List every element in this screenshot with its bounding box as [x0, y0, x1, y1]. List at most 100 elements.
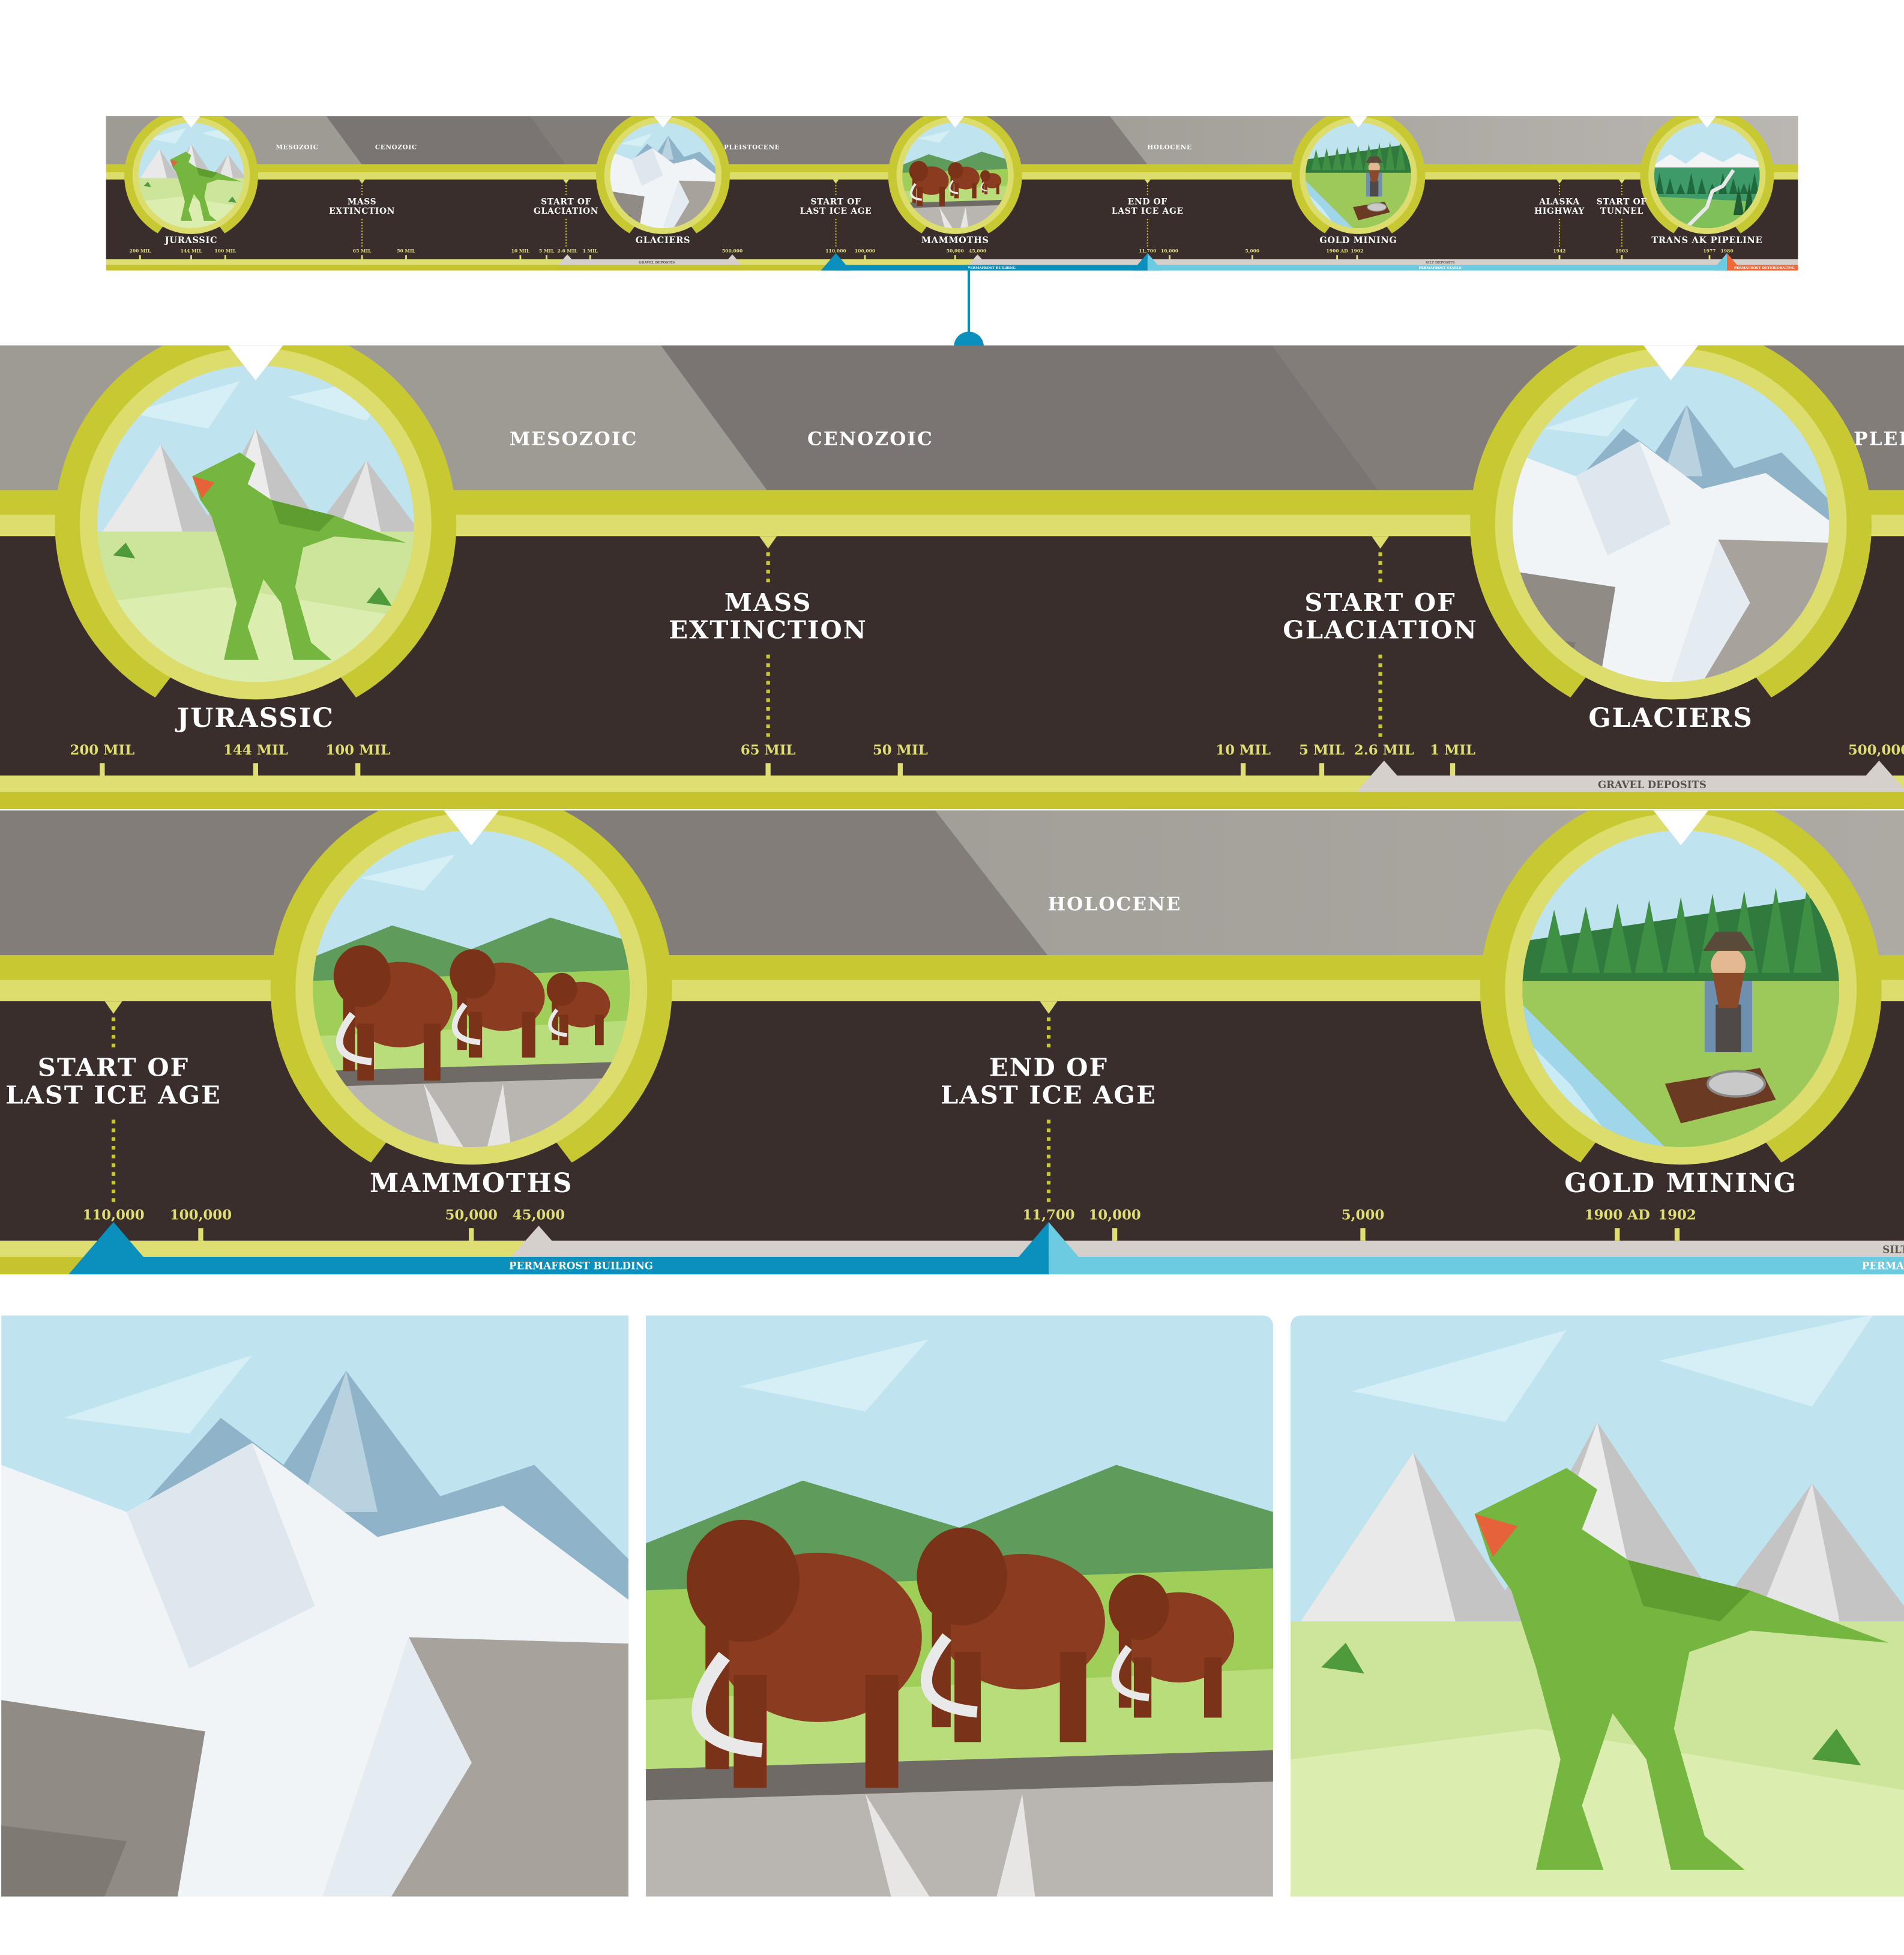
tick-label: 65 MIL	[741, 743, 796, 758]
pointer-triangle	[1349, 116, 1368, 128]
event-label-line: END OF	[1128, 197, 1167, 207]
tick: 110,000	[825, 248, 846, 253]
era-label: PLEISTOCENE	[724, 144, 780, 151]
event-label-line: LAST ICE AGE	[941, 1080, 1157, 1109]
tick: 10 MIL	[511, 248, 530, 260]
tick: 50 MIL	[397, 248, 415, 260]
dinosaur-illustration-panel	[1291, 1315, 1904, 1897]
milestone-label: TRANS AK PIPELINE	[1651, 235, 1762, 246]
tick-mark	[589, 255, 591, 260]
era-label: HOLOCENE	[1048, 893, 1182, 915]
zoom-connector-line	[967, 268, 971, 346]
tick: 5 MIL	[1299, 743, 1345, 776]
tick: 2.6 MIL	[558, 248, 578, 253]
tick-label: 144 MIL	[181, 248, 203, 253]
dinosaur-illustration	[138, 122, 244, 229]
tick: 11,700	[1022, 1208, 1074, 1223]
tick: 100 MIL	[214, 248, 236, 260]
dinosaur-illustration	[1291, 1315, 1904, 1897]
tick: 1902	[1658, 1208, 1696, 1241]
tick: 5,000	[1245, 248, 1259, 260]
tick: 100,000	[855, 248, 875, 260]
era-label: MESOZOIC	[510, 429, 638, 450]
tick: 500,000	[1848, 743, 1904, 758]
tick-label: 200 MIL	[70, 743, 135, 758]
mammoths-illustration	[902, 122, 1008, 229]
tick-label: 5 MIL	[1299, 743, 1345, 758]
tick-label: 500,000	[722, 248, 743, 253]
tick-label: 10,000	[1161, 248, 1178, 253]
deposit-label: SILT DEPOSITS	[1882, 1244, 1904, 1256]
tick: 200 MIL	[129, 248, 151, 260]
event-label-line: START OF	[1597, 197, 1647, 207]
milestone-circle-gold-miner: GOLD MINING	[1291, 116, 1426, 246]
milestone-circle-glacier: GLACIERS	[595, 116, 730, 246]
milestone-circle-mammoths: MAMMOTHS	[888, 116, 1022, 246]
tick-label: 5,000	[1245, 248, 1259, 253]
tick-mark	[765, 763, 771, 776]
tick-mark	[1674, 1228, 1680, 1241]
permafrost-marker-triangle	[68, 1221, 158, 1275]
milestone-label: GOLD MINING	[1319, 235, 1397, 246]
glacier-illustration	[1512, 365, 1830, 682]
tick-mark	[405, 255, 407, 260]
event-label-line: EXTINCTION	[329, 206, 395, 216]
tick-mark	[190, 255, 192, 260]
tick-label: 1 MIL	[583, 248, 598, 253]
era-label: HOLOCENE	[1147, 144, 1192, 151]
tick-label: 5 MIL	[539, 248, 555, 253]
tick: 5,000	[1342, 1208, 1384, 1241]
permafrost-label: PERMAFROST BUILDING	[968, 267, 1016, 270]
tick-mark	[954, 255, 956, 260]
tick-label: 10 MIL	[511, 248, 530, 253]
event-label-line: START OF	[541, 197, 591, 207]
tick-label: 50 MIL	[873, 743, 928, 758]
milestone-label: GLACIERS	[636, 235, 690, 246]
pointer-triangle	[654, 116, 672, 128]
tick-mark	[139, 255, 141, 260]
tick-mark	[355, 763, 361, 776]
tick: 10 MIL	[1216, 743, 1271, 776]
tick-mark	[469, 1228, 474, 1241]
glacier-illustration-panel	[1, 1315, 628, 1897]
tick: 1900 AD	[1326, 248, 1348, 260]
event-label-line: HIGHWAY	[1534, 206, 1585, 216]
deposit-marker-triangle	[723, 254, 742, 265]
tick-label: 1977	[1703, 248, 1716, 253]
deposit-marker-triangle	[1851, 761, 1904, 792]
permafrost-marker-triangle	[821, 253, 851, 271]
permafrost-label: PERMAFROST BUILDING	[509, 1260, 653, 1272]
tick-label: 10 MIL	[1216, 743, 1271, 758]
tick-label: 11,700	[1139, 248, 1156, 253]
tick: 100 MIL	[325, 743, 390, 776]
tick-label: 65 MIL	[353, 248, 372, 253]
event-label-line: START OF	[38, 1053, 189, 1082]
event-label-line: LAST ICE AGE	[800, 206, 872, 216]
tick-mark	[1356, 255, 1358, 260]
tick-label: 100,000	[855, 248, 875, 253]
tick: 1942	[1553, 248, 1566, 260]
deposit-marker-triangle	[1357, 761, 1412, 792]
event-label-line: ALASKA	[1538, 197, 1580, 207]
tick-label: 50 MIL	[397, 248, 415, 253]
tick: 200 MIL	[70, 743, 135, 776]
dinosaur-illustration	[97, 365, 414, 682]
mammoth-illustration-panel	[646, 1315, 1273, 1897]
tick: 1900 AD	[1585, 1208, 1650, 1241]
pointer-triangle	[228, 345, 283, 381]
tick-mark	[897, 763, 903, 776]
tick: 144 MIL	[181, 248, 203, 260]
tick: 1 MIL	[583, 248, 598, 260]
milestone-label: MAMMOTHS	[921, 235, 989, 246]
tick-mark	[864, 255, 866, 260]
pointer-triangle	[1698, 116, 1717, 128]
event-label-line: LAST ICE AGE	[5, 1080, 221, 1109]
tick-mark	[1708, 255, 1711, 260]
glacier-illustration	[1, 1315, 628, 1897]
